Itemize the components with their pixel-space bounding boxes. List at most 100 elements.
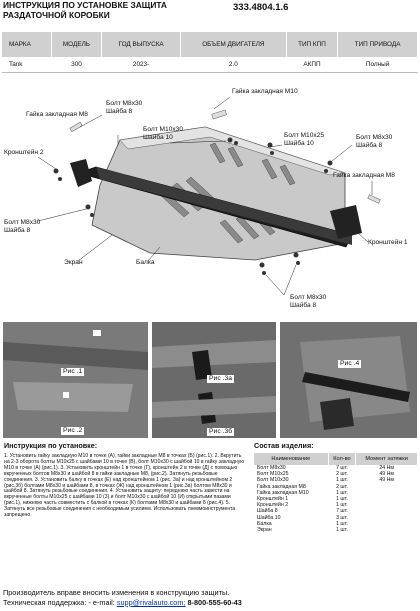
cell-gearbox: АКПП: [286, 57, 338, 73]
installation-instructions: Инструкция по установке: 1. Установить г…: [4, 441, 248, 519]
part-qty: 2 шт.: [336, 483, 348, 490]
document-title: ИНСТРУКЦИЯ ПО УСТАНОВКЕ ЗАЩИТА РАЗДАТОЧН…: [3, 0, 167, 20]
photo-fig-3-image: [152, 322, 276, 438]
callout-bolt-m8-bottom: Болт М8х30 Шайба 8: [290, 294, 326, 310]
part-name: Болт М8х30: [257, 465, 286, 471]
part-name: Балка: [257, 520, 272, 527]
part-name: Шайба 10: [257, 514, 281, 521]
fig-3a-label: Рис .3а: [207, 375, 235, 383]
part-name: Шайба 8: [257, 508, 278, 515]
callout-bracket-1: Кронштейн 1: [368, 239, 408, 246]
callout-bolt-m8-top-line2: Шайба 8: [106, 107, 133, 115]
part-torque: 49 Нм: [379, 477, 394, 484]
table-row: Болт М8х30 7 шт. 24 Нм: [254, 465, 418, 471]
installation-photos: Рис .1 Рис .2 Рис .3а Рис .3б Рис .4: [3, 322, 417, 438]
col-torque: Момент затяжки: [355, 453, 418, 465]
part-qty: 1 шт.: [336, 502, 348, 509]
part-qty: 1 шт.: [336, 496, 348, 503]
col-brand: МАРКА: [2, 32, 52, 57]
part-qty: 1 шт.: [336, 520, 348, 527]
part-qty: 1 шт.: [336, 477, 348, 484]
col-gearbox: ТИП КПП: [286, 32, 339, 57]
parts-header-row: Наименование Кол-во Момент затяжки: [254, 453, 418, 465]
callout-bolt-m10: Болт М10х30 Шайба 10: [143, 126, 183, 142]
table-row: Шайба 8 7 шт.: [254, 508, 418, 514]
callout-bolt-m8-top: Болт М8х30 Шайба 8: [106, 100, 142, 116]
callout-nut-m8-left: Гайка закладная М8: [26, 111, 88, 118]
part-torque: 49 Нм: [379, 471, 394, 478]
col-drive: ТИП ПРИВОДА: [337, 32, 418, 57]
part-name: Гайка закладная М10: [257, 489, 309, 496]
col-engine: ОБЪЕМ ДВИГАТЕЛЯ: [180, 32, 287, 57]
part-name: Кронштейн 2: [257, 502, 289, 509]
footer: Производитель вправе вносить изменения в…: [3, 588, 417, 608]
footer-support: Техническая поддержка: - e-mail: supp@ri…: [3, 598, 417, 608]
cell-year: 2023-: [101, 57, 181, 73]
spec-data-row: Tank 300 2023- 2.0 АКПП Полный: [2, 57, 418, 73]
callout-screen: Экран: [64, 259, 83, 266]
instructions-title: Инструкция по установке:: [4, 441, 98, 450]
part-qty: 1 шт.: [336, 527, 348, 534]
callout-nut-m10: Гайка закладная М10: [232, 88, 298, 95]
callout-bolt-m8-left-line1: Болт М8х30: [4, 219, 41, 226]
table-row: Экран 1 шт.: [254, 527, 418, 533]
footer-disclaimer: Производитель вправе вносить изменения в…: [3, 588, 230, 597]
callout-bolt-m10-line2: Шайба 10: [143, 133, 173, 141]
callout-beam: Балка: [136, 259, 155, 266]
support-email-link[interactable]: supp@rivalauto.com;: [116, 598, 186, 607]
part-name: Болт М10х30: [257, 477, 289, 484]
photo-fig-4: Рис .4: [280, 322, 417, 438]
table-row: Кронштейн 2 1 шт.: [254, 502, 418, 508]
part-qty: 1 шт.: [336, 489, 348, 496]
callout-bolt-m8-left: Болт М8х30 Шайба 8: [4, 219, 40, 235]
part-name: Экран: [257, 527, 272, 534]
part-name: Болт М10х25: [257, 471, 289, 478]
parts-list: Состав изделия: Наименование Кол-во Моме…: [254, 441, 418, 533]
fig-4-label: Рис .4: [338, 360, 362, 368]
part-torque: [356, 527, 418, 533]
part-name: Гайка закладная М8: [257, 483, 306, 490]
callout-bolt-m8-left-line2: Шайба 8: [4, 226, 31, 234]
callout-nut-m8-right: Гайка закладная М8: [333, 172, 395, 179]
callout-bolt-m8-right-line1: Болт М8х30: [356, 134, 393, 141]
table-row: Болт М10х30 1 шт. 49 Нм: [254, 477, 418, 483]
cell-model: 300: [51, 57, 102, 73]
cell-engine: 2.0: [180, 57, 287, 73]
part-qty: 7 шт.: [336, 465, 348, 471]
photo-fig-1-2-image: [3, 322, 148, 438]
support-prefix: Техническая поддержка: - e-mail:: [3, 598, 117, 607]
callout-bolt-m8-right: Болт М8х30 Шайба 8: [356, 134, 392, 150]
fig-2-label: Рис .2: [61, 427, 85, 435]
photo-fig-3: Рис .3а Рис .3б: [152, 322, 276, 438]
col-name: Наименование: [254, 453, 329, 465]
callout-bracket-2: Кронштейн 2: [4, 149, 44, 156]
article-code: 333.4804.1.6: [233, 2, 289, 13]
part-torque: 24 Нм: [379, 465, 394, 471]
table-row: Балка 1 шт.: [254, 521, 418, 527]
callout-bolt-m8-bottom-line2: Шайба 8: [290, 301, 317, 309]
callout-bolt-m10x25: Болт М10х25 Шайба 10: [284, 132, 324, 148]
callout-bolt-m8-bottom-line1: Болт М8х30: [290, 294, 327, 301]
col-qty: Кол-во: [328, 453, 357, 465]
table-row: Гайка закладная М8 2 шт.: [254, 484, 418, 490]
fig-1-label: Рис .1: [61, 368, 85, 376]
col-year: ГОД ВЫПУСКА: [101, 32, 181, 57]
cell-drive: Полный: [337, 57, 418, 73]
table-row: Болт М10х25 2 шт. 49 Нм: [254, 471, 418, 477]
support-phone: 8-800-555-60-43: [187, 598, 242, 607]
callout-bolt-m10x25-line1: Болт М10х25: [284, 132, 325, 139]
parts-title: Состав изделия:: [254, 441, 314, 450]
assembly-diagram: Гайка закладная М10 Болт М8х30 Шайба 8 Г…: [0, 75, 420, 320]
callout-bolt-m10-line1: Болт М10х30: [143, 126, 184, 133]
photo-fig-4-image: [280, 322, 417, 438]
fig-3b-label: Рис .3б: [207, 428, 235, 436]
parts-table: Наименование Кол-во Момент затяжки Болт …: [254, 453, 418, 533]
callout-bolt-m10x25-line2: Шайба 10: [284, 139, 314, 147]
cell-brand: Tank: [2, 57, 52, 73]
part-qty: 2 шт.: [336, 471, 348, 478]
col-model: МОДЕЛЬ: [51, 32, 103, 57]
part-qty: 7 шт.: [336, 508, 348, 515]
